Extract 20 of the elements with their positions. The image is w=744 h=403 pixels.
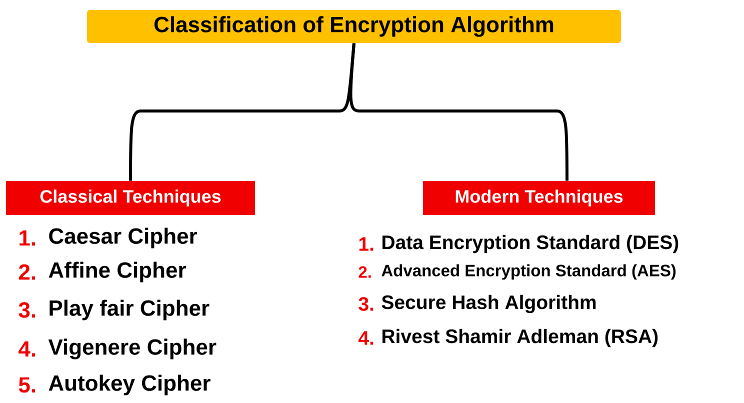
category-box: Modern Techniques — [423, 181, 655, 215]
list-item: Data Encryption Standard (DES) — [382, 234, 678, 254]
list-item: Advanced Encryption Standard (AES) — [382, 264, 676, 280]
list-number: 4. — [358, 331, 374, 345]
title-box: Classification of Encryption Algorithm — [87, 10, 621, 43]
list-item: Vigenere Cipher — [48, 338, 216, 360]
list-item: Secure Hash Algorithm — [382, 294, 596, 314]
list-item: Play fair Cipher — [50, 300, 210, 320]
list-number: 5. — [18, 377, 36, 393]
list-number: 4. — [18, 341, 36, 357]
list-number: 3. — [358, 297, 374, 311]
list-number: 1. — [359, 237, 374, 251]
list-number: 3. — [18, 302, 36, 318]
connector-line — [349, 43, 568, 181]
list-item: Rivest Shamir Adleman (RSA) — [382, 328, 658, 348]
list-item: Autokey Cipher — [48, 374, 210, 396]
category-box: Classical Techniques — [6, 181, 255, 215]
list-number: 2. — [358, 266, 371, 278]
list-item: Affine Cipher — [48, 262, 186, 282]
list-number: 2. — [18, 264, 36, 280]
